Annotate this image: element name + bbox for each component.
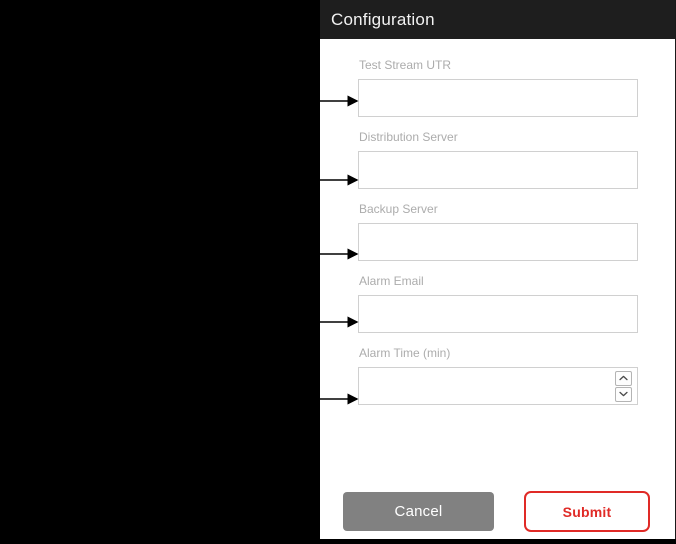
label-test-stream-utr: Test Stream UTR [359, 58, 452, 72]
number-spinner [615, 370, 632, 402]
spinner-decrement-button[interactable] [615, 386, 632, 402]
field-alarm-time: Alarm Time (min) [358, 346, 638, 405]
spinner-increment-button[interactable] [615, 370, 632, 386]
dialog-body: Test Stream UTR Distribution Server Back… [320, 39, 675, 539]
field-backup-server: Backup Server [358, 202, 638, 261]
input-alarm-time[interactable] [358, 367, 638, 405]
configuration-form: Test Stream UTR Distribution Server Back… [358, 58, 638, 418]
input-distribution-server[interactable] [358, 151, 638, 189]
dialog-title: Configuration [331, 9, 435, 29]
submit-button[interactable]: Submit [524, 491, 650, 532]
field-test-stream-utr: Test Stream UTR [358, 58, 638, 117]
label-distribution-server: Distribution Server [359, 130, 458, 144]
dimmed-backdrop [0, 0, 320, 544]
label-backup-server: Backup Server [359, 202, 438, 216]
dialog-header: Configuration [320, 0, 675, 39]
label-alarm-time: Alarm Time (min) [359, 346, 451, 360]
input-backup-server[interactable] [358, 223, 638, 261]
cancel-button[interactable]: Cancel [343, 492, 494, 531]
chevron-down-icon [619, 391, 628, 397]
dialog-actions: Cancel Submit [343, 491, 653, 532]
alarm-time-stepper [358, 367, 638, 405]
label-alarm-email: Alarm Email [359, 274, 424, 288]
chevron-up-icon [619, 375, 628, 381]
configuration-dialog: Configuration Test Stream UTR Distributi… [320, 0, 676, 539]
input-alarm-email[interactable] [358, 295, 638, 333]
field-distribution-server: Distribution Server [358, 130, 638, 189]
input-test-stream-utr[interactable] [358, 79, 638, 117]
field-alarm-email: Alarm Email [358, 274, 638, 333]
